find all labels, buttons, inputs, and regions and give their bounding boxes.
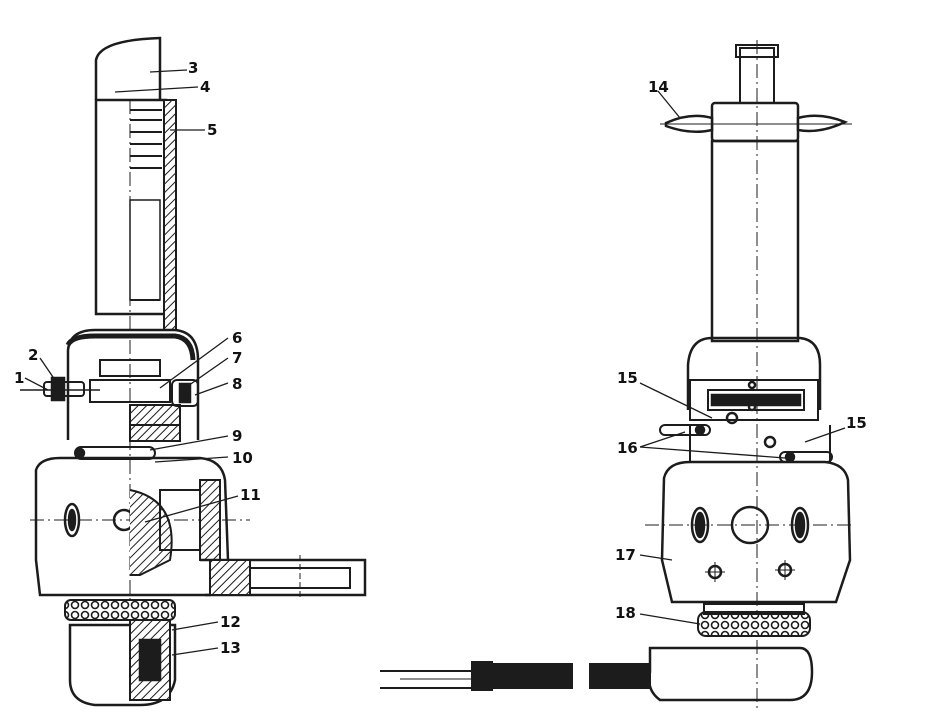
callouts-left: 3 4 5 6 7 8 9 10 11 2 1 12 13 [14,59,261,657]
callout-8: 8 [232,375,242,393]
callout-14: 14 [648,78,669,96]
callout-6: 6 [232,329,242,347]
right-exterior-view [645,40,855,710]
callout-16: 16 [617,439,638,457]
callout-9: 9 [232,427,242,445]
callout-3: 3 [188,59,198,77]
left-section-view [20,36,367,707]
callout-12: 12 [220,613,241,631]
right-head [686,336,822,410]
callout-7: 7 [232,349,242,367]
right-tube [710,139,800,343]
callout-17: 17 [615,546,636,564]
callouts-right: 14 15 16 15 17 18 [615,78,867,622]
leader-lines-left [24,69,239,656]
spring-coils [129,109,162,301]
callout-5: 5 [207,121,217,139]
callout-15-a: 15 [617,369,638,387]
callout-13: 13 [220,639,241,657]
bottom-cap [68,623,177,707]
callout-15-b: 15 [846,414,867,432]
callout-4: 4 [200,78,210,96]
cable [380,646,814,702]
side-arm [200,558,367,597]
tube-cap [94,36,162,100]
leader-lines-right [639,90,846,625]
knurled-ring-left [64,599,176,621]
callout-1: 1 [14,369,24,387]
right-body [660,460,852,604]
callout-11: 11 [240,486,261,504]
wing-handle-right [796,114,849,133]
callout-18: 18 [615,604,636,622]
knurled-ring-right [697,611,811,637]
callout-10: 10 [232,449,253,467]
callout-2: 2 [28,346,38,364]
